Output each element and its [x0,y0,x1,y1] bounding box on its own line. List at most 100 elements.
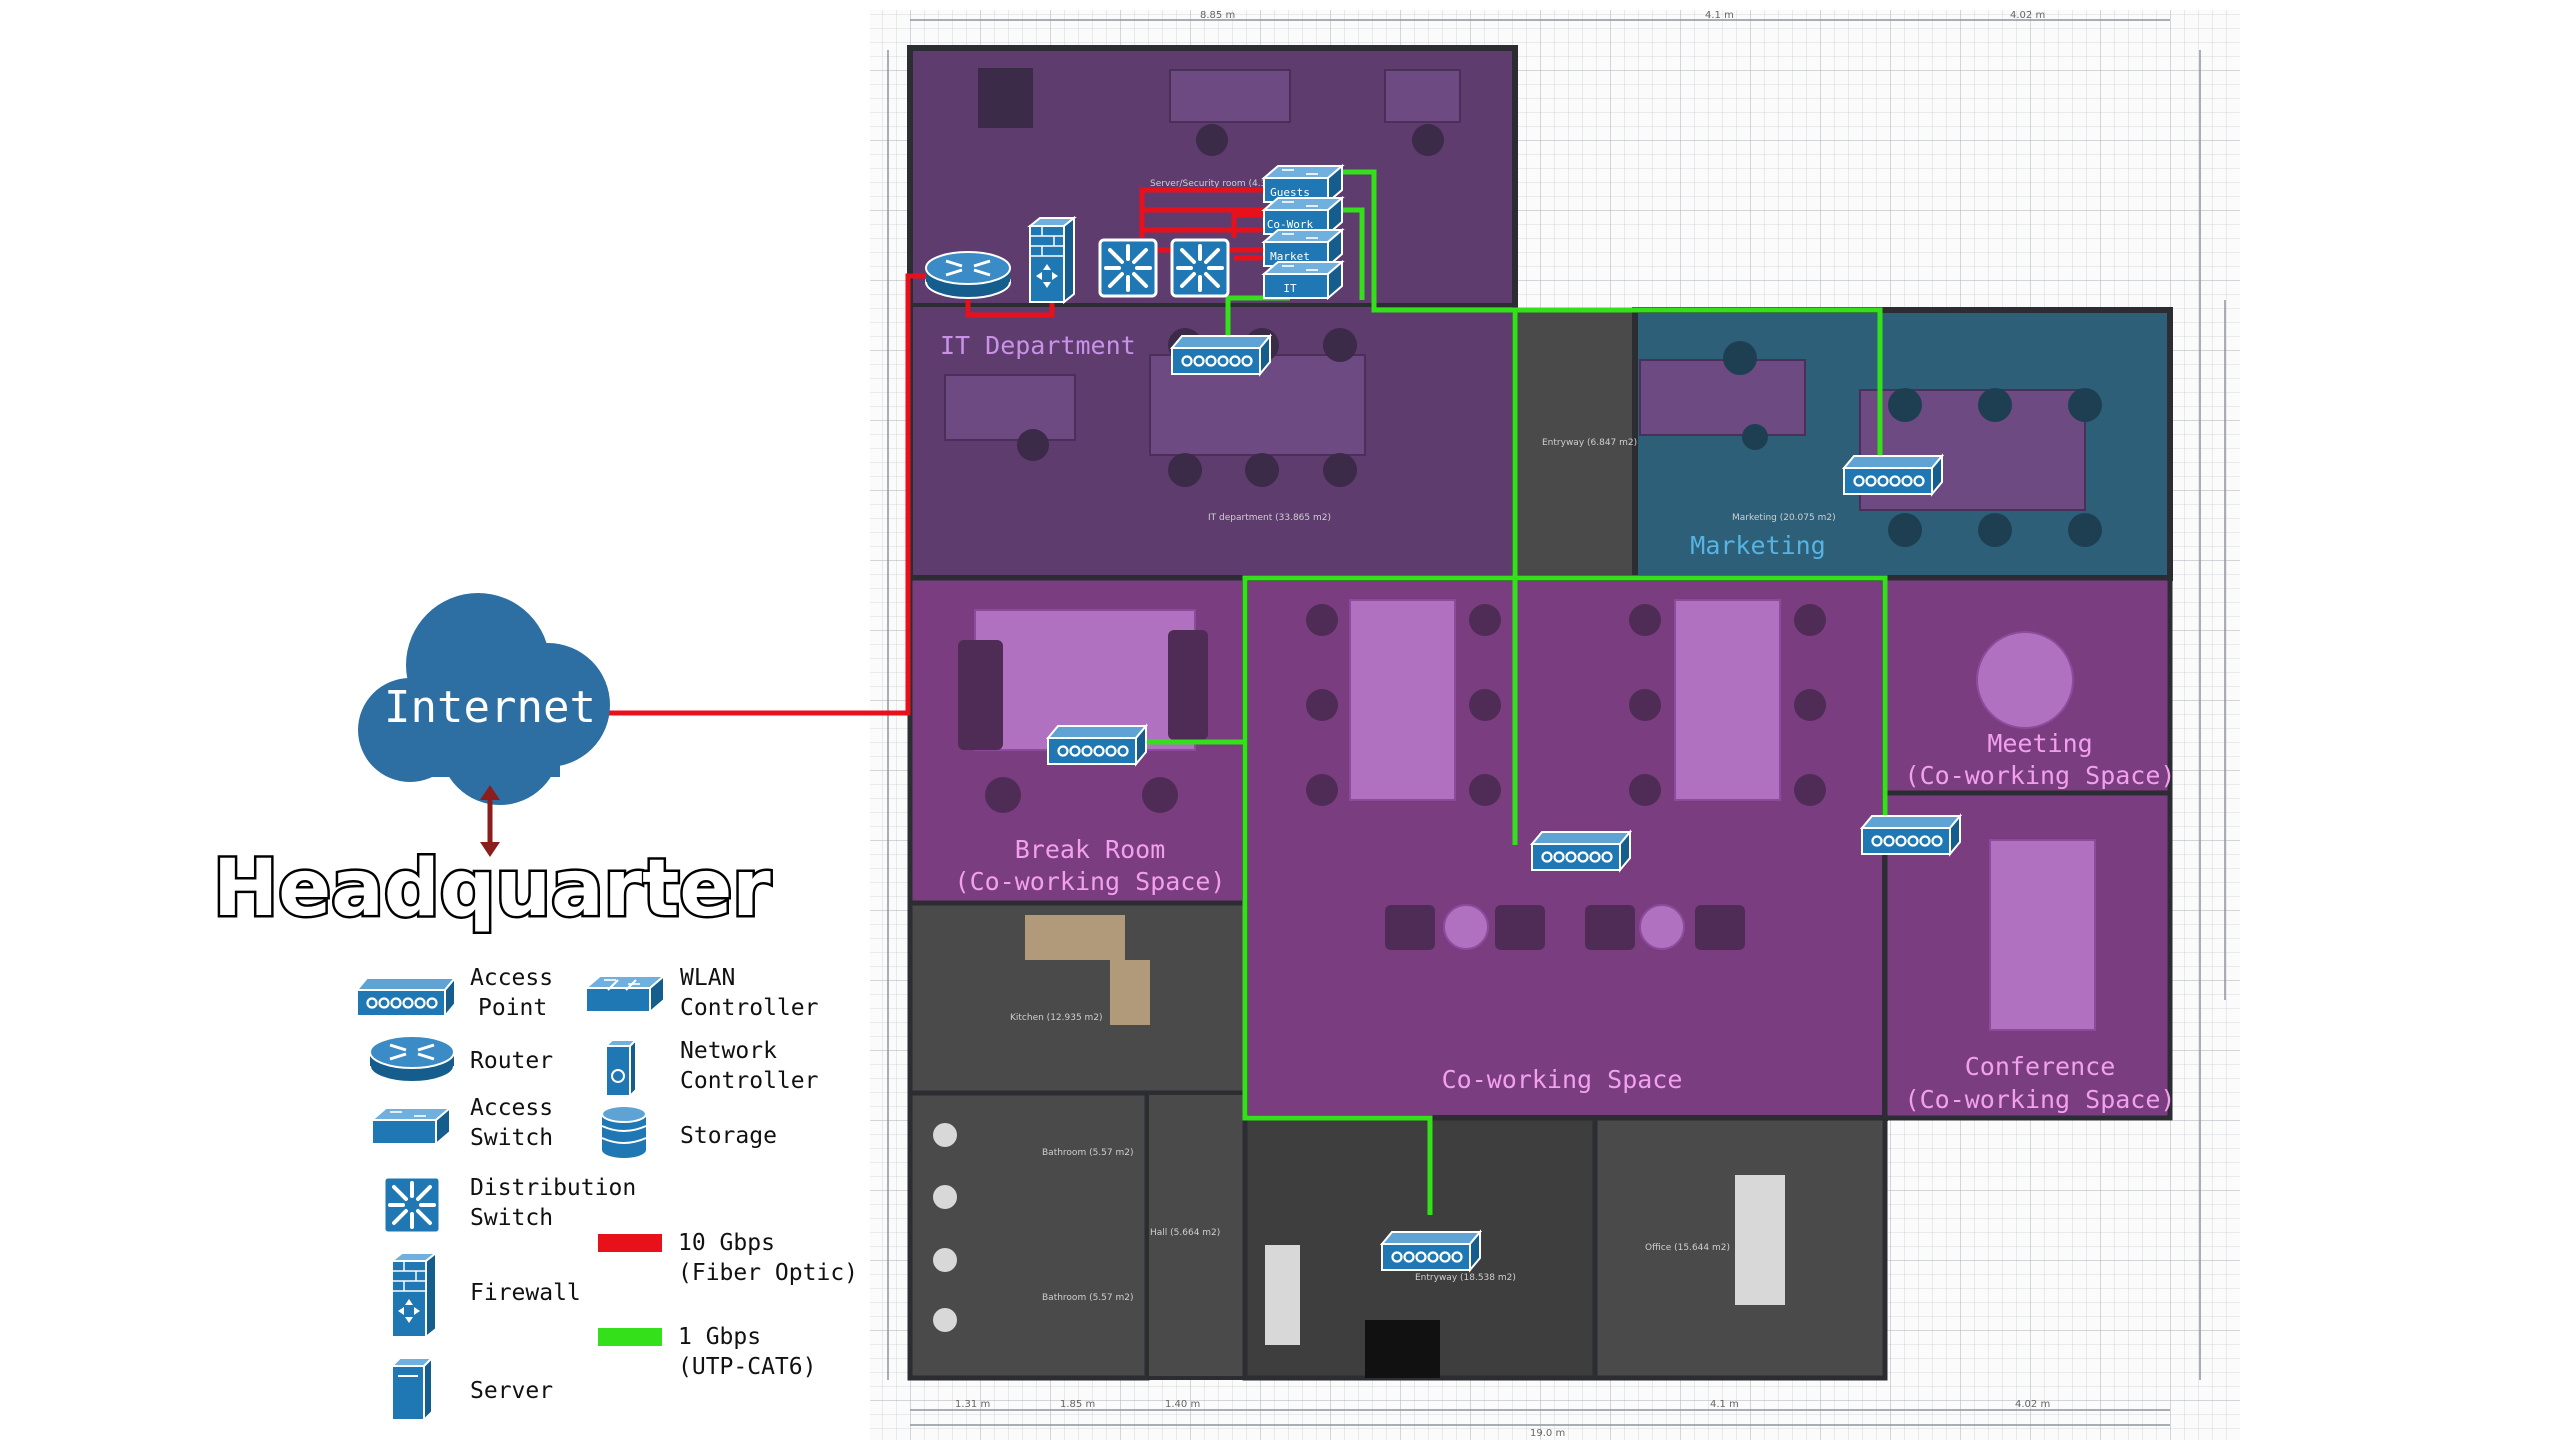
switch-label-market: Market [1270,250,1310,263]
legend-router: Router [368,1034,553,1084]
switch-label-cowork: Co-Work [1267,218,1314,231]
room-office-caption: Office (15.644 m2) [1645,1243,1730,1253]
room-kitchen-caption: Kitchen (12.935 m2) [1010,1013,1103,1023]
room-entryway-caption: Entryway (6.847 m2) [1542,438,1637,448]
cat6-marketing [1515,307,1883,455]
switch-label-guests: Guests [1270,186,1310,199]
legend: Access Point Router Access Switch Distri… [355,965,858,1423]
room-label-coworking: Co-working Space [1442,1065,1683,1094]
room-label-conference-sub: (Co-working Space) [1905,1085,2176,1114]
svg-text:(UTP-CAT6): (UTP-CAT6) [678,1354,816,1380]
cat6-backbone [1242,310,1518,1215]
legend-cat6: 1 Gbps (UTP-CAT6) [598,1324,816,1380]
wlan-controller-icon [585,975,665,1013]
legend-network-controller: Network Controller [603,1037,818,1099]
dim-b4: 4.1 m [1710,1399,1739,1410]
room-bathroom-2-caption: Bathroom (5.57 m2) [1042,1293,1133,1303]
fiber-internet-link [605,273,932,716]
svg-text:Controller: Controller [680,1068,818,1094]
svg-text:Controller: Controller [680,995,818,1021]
fiber-swatch [598,1234,662,1252]
cat6-links [1140,169,1888,1215]
room-server-caption: Server/Security room (4.397 m2) [1150,179,1299,189]
dim-b2: 1.85 m [1060,1399,1095,1410]
svg-text:Network: Network [680,1038,777,1064]
room-label-break-room: Break Room [1015,835,1166,864]
dim-b3: 1.40 m [1165,1399,1200,1410]
access-switch-it: IT [1263,261,1343,299]
switch-label-it: IT [1283,282,1297,295]
svg-text:Access: Access [470,965,553,991]
access-point-coworking [1530,830,1632,872]
distribution-switch-icon [382,1175,442,1235]
svg-text:Distribution: Distribution [470,1175,636,1201]
access-switch-cowork: Co-Work [1263,197,1343,235]
svg-text:Point: Point [478,995,547,1021]
legend-access-point: Access Point [355,965,553,1021]
legend-distribution-switch: Distribution Switch [382,1175,636,1235]
access-switch-icon [371,1107,451,1145]
access-switch-market: Market [1263,229,1343,267]
firewall-icon [391,1252,437,1338]
access-point-marketing [1842,454,1944,496]
distribution-switch-1 [1098,238,1158,298]
room-bathroom-1-caption: Bathroom (5.57 m2) [1042,1148,1133,1158]
network-controller-icon [603,1037,639,1099]
room-marketing-caption: Marketing (20.075 m2) [1732,513,1836,523]
legend-storage: Storage [601,1105,777,1158]
svg-text:1 Gbps: 1 Gbps [678,1324,761,1350]
room-label-conference: Conference [1965,1052,2116,1081]
headquarter-title: Headquarter [213,844,771,934]
svg-text:Storage: Storage [680,1123,777,1149]
router [924,250,1012,300]
access-switch-guests: Guests [1263,165,1343,203]
hq-link-arrow [480,785,500,857]
svg-text:Firewall: Firewall [470,1280,581,1306]
legend-access-switch: Access Switch [371,1095,553,1151]
firewall [1029,217,1075,303]
dim-top-1: 8.85 m [1200,10,1235,21]
router-icon [368,1034,456,1084]
legend-firewall: Firewall [391,1252,581,1338]
dim-b1: 1.31 m [955,1399,990,1410]
svg-text:Access: Access [470,1095,553,1121]
room-label-meeting: Meeting [1987,729,2092,758]
access-point-conference [1860,814,1962,856]
dim-top-3: 4.02 m [2010,10,2045,21]
access-point-entryway [1380,1230,1482,1272]
svg-text:Switch: Switch [470,1205,553,1231]
storage-icon [601,1105,647,1158]
svg-text:WLAN: WLAN [680,965,735,991]
room-label-break-room-sub: (Co-working Space) [955,867,1226,896]
legend-server: Server [389,1355,553,1423]
floor-plan: 8.85 m 4.1 m 4.02 m 1.31 m 1.85 m 1.40 m… [870,10,2240,1440]
room-label-marketing: Marketing [1690,531,1825,560]
cloud-icon [358,593,610,805]
dim-b5: 4.02 m [2015,1399,2050,1410]
access-point-break-room [1046,724,1148,766]
svg-text:Router: Router [470,1048,553,1074]
svg-text:10 Gbps: 10 Gbps [678,1230,775,1256]
server-icon [389,1355,435,1423]
legend-wlan-controller: WLAN Controller [585,965,818,1021]
fiber-core-links [965,300,1055,318]
internet-cloud: Internet [358,593,610,805]
room-it-caption: IT department (33.865 m2) [1208,513,1331,523]
cat6-swatch [598,1328,662,1346]
svg-text:Switch: Switch [470,1125,553,1151]
distribution-switch-2 [1170,238,1230,298]
room-label-it: IT Department [940,331,1136,360]
access-point-it [1170,334,1272,376]
room-label-meeting-sub: (Co-working Space) [1905,761,2176,790]
dim-bottom-total: 19.0 m [1530,1428,1565,1439]
access-point-icon [355,976,457,1018]
room-hall-caption: Hall (5.664 m2) [1150,1228,1220,1238]
room-entryway2-caption: Entryway (18.538 m2) [1415,1273,1516,1283]
dim-top-2: 4.1 m [1705,10,1734,21]
cloud-label: Internet [384,682,596,733]
cat6-conference [1515,575,1888,830]
svg-text:(Fiber Optic): (Fiber Optic) [678,1260,858,1286]
svg-text:Server: Server [470,1378,553,1404]
legend-fiber: 10 Gbps (Fiber Optic) [598,1230,858,1286]
